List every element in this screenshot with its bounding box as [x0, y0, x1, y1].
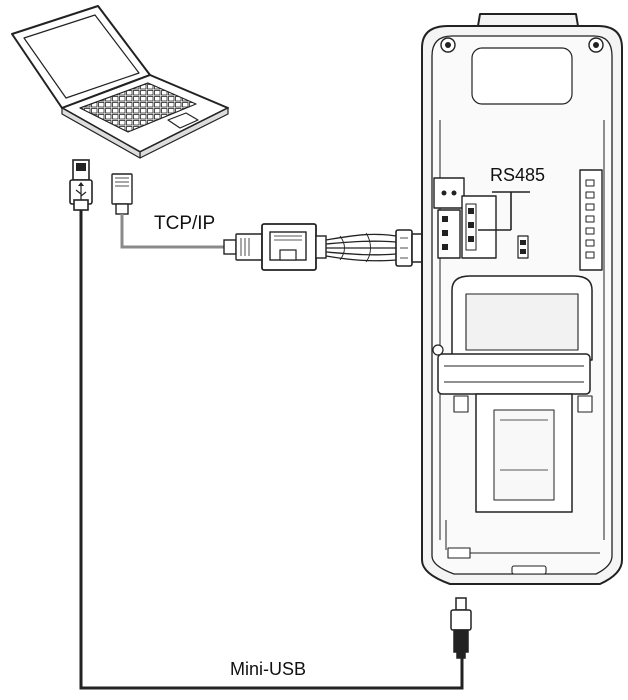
rs485-label: RS485	[490, 165, 546, 185]
mini-usb-plug-icon	[450, 597, 472, 659]
tcp-ip-label: TCP/IP	[154, 213, 216, 234]
mini-usb-label: Mini-USB	[230, 659, 307, 679]
wire-bundle	[325, 232, 397, 263]
rs485-pointer	[478, 191, 530, 231]
device-back-panel	[421, 13, 623, 585]
ethernet-cable	[120, 214, 224, 249]
rj45-plug-icon	[111, 173, 133, 215]
usb-cable	[79, 210, 464, 690]
rj45-plug-horizontal-icon	[223, 233, 263, 261]
laptop-icon	[11, 5, 229, 159]
usb-plug-icon	[69, 159, 93, 211]
wire-connector-icon	[395, 229, 425, 267]
network-jack-icon	[261, 223, 327, 271]
